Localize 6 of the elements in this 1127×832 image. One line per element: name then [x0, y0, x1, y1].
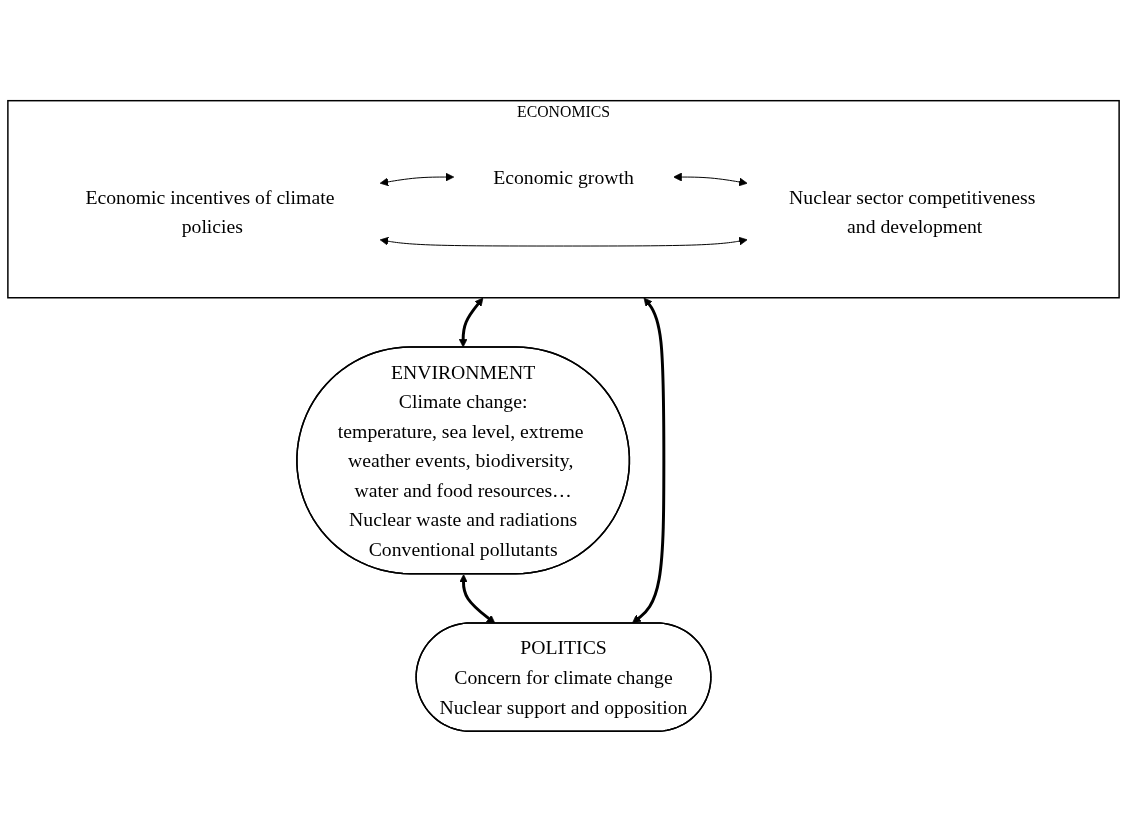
arrow	[459, 574, 496, 624]
arrow	[458, 297, 484, 348]
node-text: Nuclear sector competitiveness and development	[789, 185, 1036, 238]
arrow	[632, 297, 666, 624]
node-text: Economic growth	[493, 166, 634, 188]
node-text: Economic incentives of climate policies	[85, 185, 335, 238]
